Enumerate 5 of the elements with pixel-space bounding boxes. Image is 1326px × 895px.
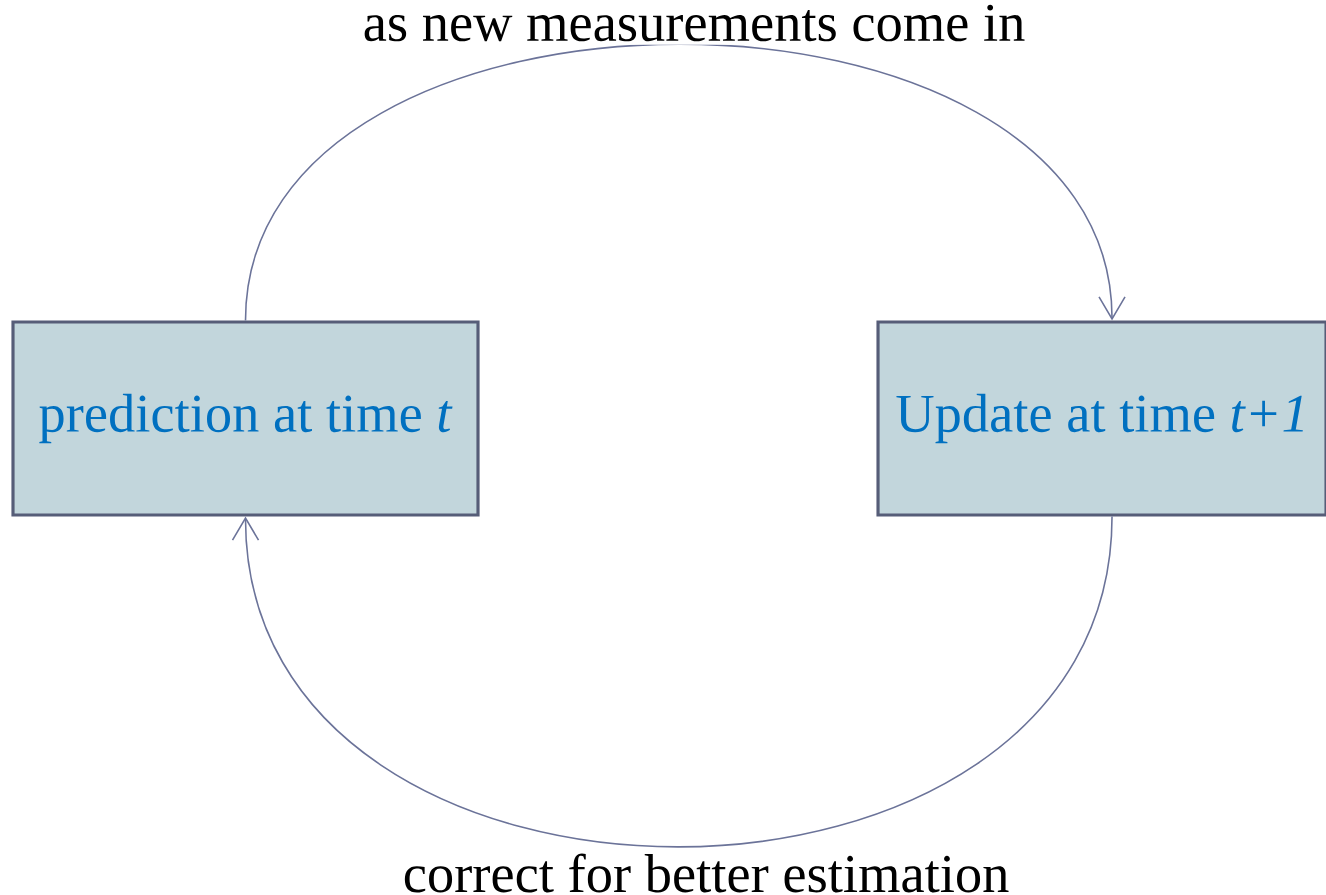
edge-label: correct for better estimation bbox=[399, 850, 1013, 895]
edge-label: as new measurements come in bbox=[359, 1, 1029, 45]
curved-arrow bbox=[231, 515, 1113, 848]
process-box: Update at time t+1 bbox=[876, 320, 1326, 517]
process-box: prediction at time t bbox=[11, 320, 480, 517]
